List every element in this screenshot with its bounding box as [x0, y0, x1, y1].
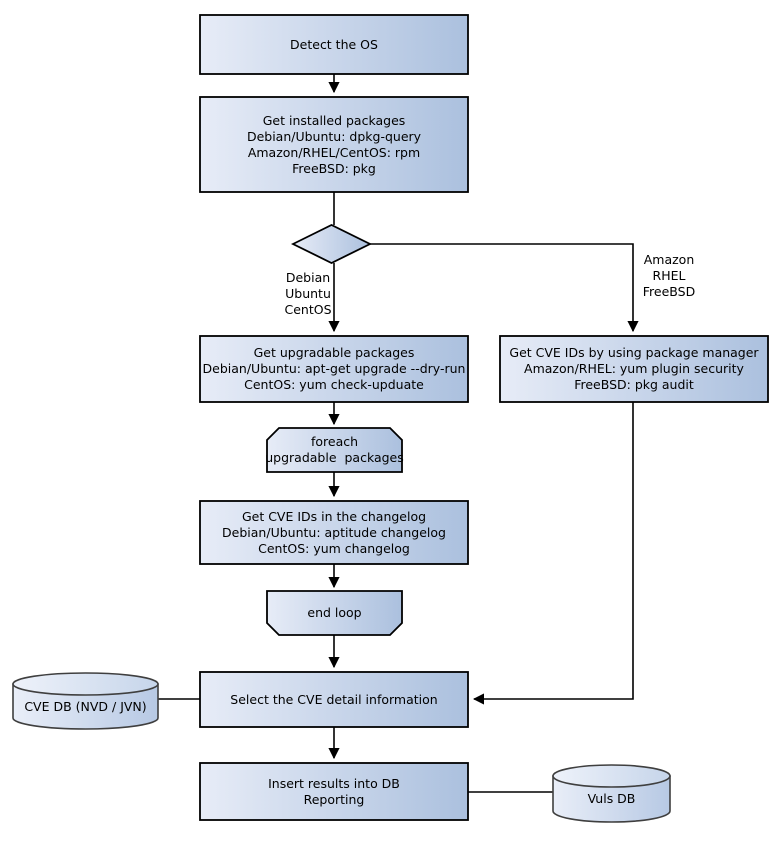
edge-decision-to-packagemanager: [370, 243, 639, 333]
node-cve-db[interactable]: [12, 672, 159, 730]
node-detect-os[interactable]: [199, 14, 469, 75]
node-select-cve-detail[interactable]: [199, 671, 469, 728]
node-end-loop[interactable]: [266, 590, 403, 636]
node-foreach-upgradable-packages[interactable]: [266, 427, 403, 473]
node-get-cve-ids-package-manager[interactable]: [499, 335, 769, 403]
node-get-upgradable-packages[interactable]: [199, 335, 469, 403]
node-insert-results[interactable]: [199, 762, 469, 821]
edge-packagemanager-to-select: [472, 402, 634, 705]
node-get-installed-packages[interactable]: [199, 96, 469, 193]
node-get-cve-ids-changelog[interactable]: [199, 500, 469, 565]
node-vuls-db[interactable]: [552, 764, 671, 823]
node-os-decision[interactable]: [290, 223, 373, 265]
